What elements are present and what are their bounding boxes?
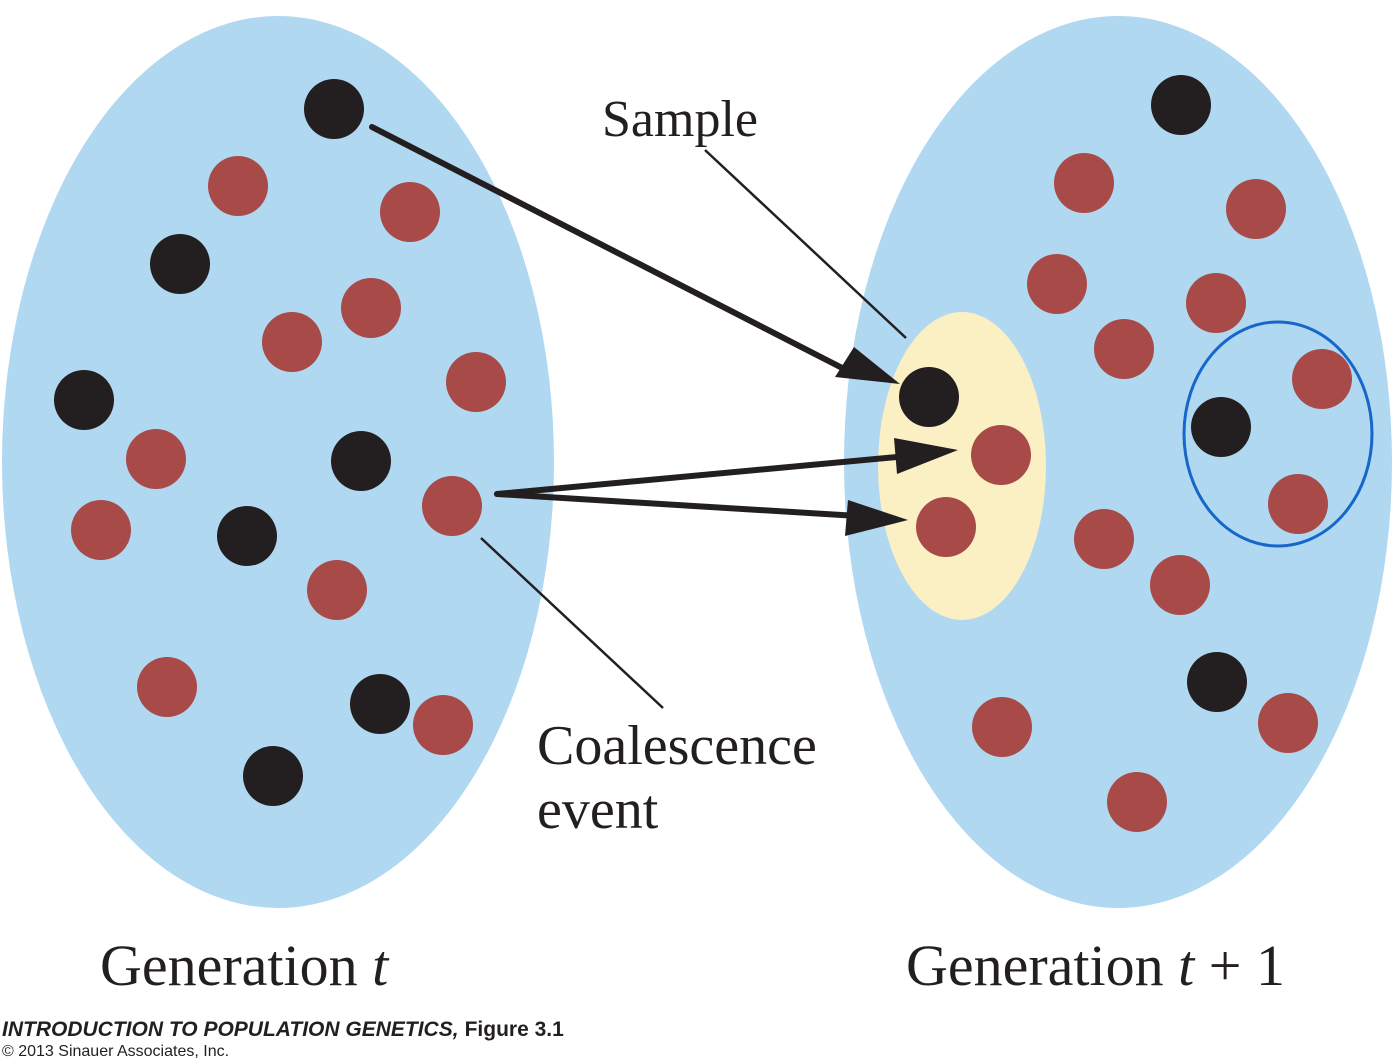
generation-t-variable: t (372, 933, 390, 998)
copyright-notice: © 2013 Sinauer Associates, Inc. (2, 1043, 229, 1058)
sample-leader-line (704, 149, 907, 339)
individual-black (1187, 652, 1247, 712)
generation-t-label-text: Generation (100, 933, 372, 998)
individual-red (413, 695, 473, 755)
individual-red (1226, 179, 1286, 239)
individual-red (262, 312, 322, 372)
generation-t-plus-1-label: Generation t + 1 (906, 933, 1285, 998)
ancestry-arrows (369, 124, 958, 536)
generation-t-plus-1-individuals (972, 75, 1352, 832)
ancestry-arrow (494, 491, 861, 519)
generation-t-individuals (54, 79, 506, 806)
individual-red (1292, 349, 1352, 409)
individual-red (1150, 555, 1210, 615)
individual-black (243, 746, 303, 806)
individual-red (1094, 319, 1154, 379)
figure-credit: INTRODUCTION TO POPULATION GENETICS, Figu… (2, 1018, 564, 1041)
individual-black (150, 234, 210, 294)
generation-t-label: Generation t (100, 933, 390, 998)
highlight-circle (1182, 320, 1374, 548)
sampled-individual-red (916, 497, 976, 557)
individual-black (350, 674, 410, 734)
arrow-head (894, 438, 958, 474)
individual-red (1258, 693, 1318, 753)
generation-t-plus-1-variable: t (1178, 933, 1196, 998)
individual-red (307, 560, 367, 620)
individual-red (1027, 254, 1087, 314)
individual-red (380, 182, 440, 242)
individual-black (54, 370, 114, 430)
individual-red (1107, 772, 1167, 832)
arrow-head (845, 500, 908, 536)
individual-red (972, 697, 1032, 757)
individual-red (137, 657, 197, 717)
individual-red (1268, 474, 1328, 534)
sampled-individuals (899, 367, 1031, 557)
individual-red (341, 278, 401, 338)
coalescence-leader-line (480, 537, 664, 709)
individual-black (304, 79, 364, 139)
sampled-individual-black (899, 367, 959, 427)
coalescence-label-line2: event (537, 779, 659, 841)
individual-black (217, 506, 277, 566)
sample-label: Sample (602, 91, 758, 148)
individual-red (1074, 509, 1134, 569)
individual-red (208, 156, 268, 216)
book-title: INTRODUCTION TO POPULATION GENETICS, (2, 1018, 459, 1041)
generation-t-plus-1-suffix: + 1 (1194, 933, 1285, 998)
individual-red (71, 500, 131, 560)
individual-red (1054, 153, 1114, 213)
individual-red (446, 352, 506, 412)
ancestry-arrow (494, 453, 911, 497)
coalescence-label-line1: Coalescence (537, 715, 817, 777)
coalescence-ancestor (422, 476, 482, 536)
sampled-individual-red (971, 425, 1031, 485)
individual-red (126, 429, 186, 489)
individual-black (1151, 75, 1211, 135)
arrow-head (835, 347, 900, 384)
figure-number: Figure 3.1 (465, 1018, 565, 1041)
individual-red (1186, 273, 1246, 333)
ancestry-arrow (369, 124, 853, 375)
generation-t-plus-1-label-text: Generation (906, 933, 1178, 998)
individual-black (331, 431, 391, 491)
individual-black (1191, 397, 1251, 457)
generation-t-plus-1-population (844, 16, 1392, 908)
